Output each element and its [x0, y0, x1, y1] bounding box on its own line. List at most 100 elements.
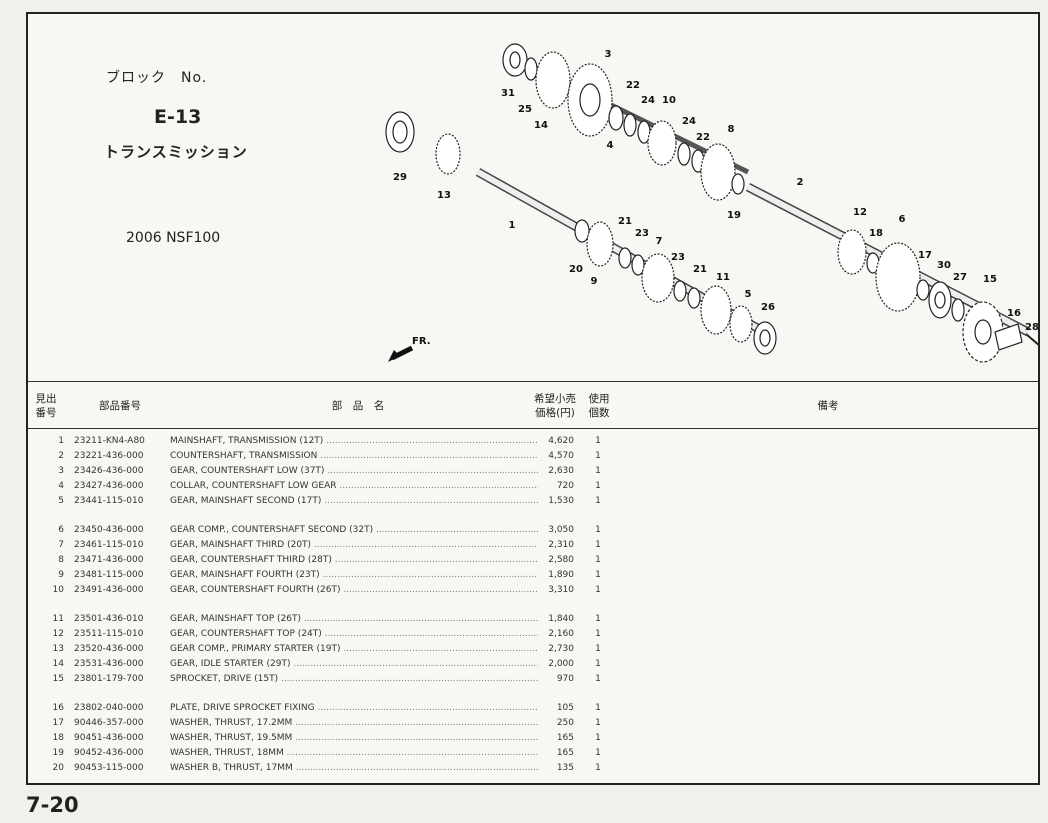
ref-no-cell: 4: [58, 481, 64, 491]
description-cell: GEAR, MAINSHAFT TOP (26T): [170, 612, 538, 627]
header-separator: [28, 428, 1038, 429]
price-cell: 105: [556, 703, 574, 713]
callout-23: 23: [671, 252, 685, 263]
ref-no-cell: 13: [52, 644, 64, 654]
ref-no-cell: 19: [52, 748, 64, 758]
ref-no-cell: 6: [58, 525, 64, 535]
callout-18: 18: [869, 228, 883, 239]
quantity-cell: 1: [595, 496, 601, 506]
part-number-cell: 23501-436-010: [74, 614, 144, 624]
block-label: ブロック No.: [106, 70, 208, 86]
price-cell: 1,840: [548, 614, 574, 624]
quantity-cell: 1: [595, 659, 601, 669]
quantity-cell: 1: [595, 644, 601, 654]
description-cell: GEAR COMP., PRIMARY STARTER (19T): [170, 642, 538, 657]
washer-21b: [687, 287, 701, 309]
callout-28: 28: [1025, 322, 1038, 333]
ref-no-cell: 10: [52, 585, 64, 595]
washer-19: [731, 173, 745, 195]
header-part-no: 部品番号: [99, 400, 141, 412]
price-cell: 1,530: [548, 496, 574, 506]
price-cell: 1,890: [548, 570, 574, 580]
callout-7: 7: [656, 236, 663, 247]
front-label: FR.: [412, 336, 431, 347]
callout-20: 20: [569, 264, 583, 275]
gear-7: [641, 253, 675, 303]
parts-group: 1 1 23501-436-010 GEAR, MAINSHAFT TOP (26T)…: [28, 612, 1038, 687]
table-row: 20 90453-115-000 WASHER B, THRUST, 17MM 135…: [28, 761, 1038, 776]
callout-2: 2: [797, 177, 804, 188]
quantity-cell: 1: [595, 703, 601, 713]
ref-no-cell: 20: [52, 763, 64, 773]
ref-no-cell: 9: [58, 570, 64, 580]
quantity-cell: 1: [595, 629, 601, 639]
description-cell: WASHER, THRUST, 18MM: [170, 746, 538, 761]
washer-20: [574, 219, 590, 243]
description-cell: GEAR, COUNTERSHAFT FOURTH (26T): [170, 583, 538, 598]
description-cell: GEAR, COUNTERSHAFT TOP (24T): [170, 627, 538, 642]
washer-25: [524, 57, 538, 81]
washer-17: [916, 279, 930, 301]
gear-10: [647, 120, 677, 166]
price-cell: 2,160: [548, 629, 574, 639]
price-cell: 2,310: [548, 540, 574, 550]
callout-17: 17: [918, 250, 932, 261]
part-number-cell: 23481-115-000: [74, 570, 144, 580]
description-cell: GEAR COMP., COUNTERSHAFT SECOND (32T): [170, 523, 538, 538]
description-cell: WASHER B, THRUST, 17MM: [170, 761, 538, 776]
part-number-cell: 90453-115-000: [74, 763, 144, 773]
callout-26: 26: [761, 302, 775, 313]
ref-no-cell: 18: [52, 733, 64, 743]
part-number-cell: 23461-115-010: [74, 540, 144, 550]
price-cell: 2,000: [548, 659, 574, 669]
price-cell: 4,620: [548, 436, 574, 446]
callout-8: 8: [728, 124, 735, 135]
gear-13: [435, 133, 461, 175]
gear-14: [535, 51, 571, 109]
front-direction-arrow: FR.: [388, 336, 431, 362]
part-number-cell: 23427-436-000: [74, 481, 144, 491]
quantity-cell: 1: [595, 525, 601, 535]
ref-no-cell: 2: [58, 451, 64, 461]
part-number-cell: 23511-115-010: [74, 629, 144, 639]
ref-no-cell: 16: [52, 703, 64, 713]
callout-5: 5: [745, 289, 752, 300]
washer-27: [951, 298, 965, 322]
ref-no-cell: 15: [52, 674, 64, 684]
callout-15: 15: [983, 274, 997, 285]
part-number-cell: 90452-436-000: [74, 748, 144, 758]
washer-23b: [673, 280, 687, 302]
collar-4: [608, 105, 624, 131]
price-cell: 3,050: [548, 525, 574, 535]
ref-no-cell: 14: [52, 659, 64, 669]
quantity-cell: 1: [595, 540, 601, 550]
ref-no-cell: 3: [58, 466, 64, 476]
table-row: 12 23511-115-010 GEAR, COUNTERSHAFT TOP (2…: [28, 627, 1038, 642]
ref-no-cell: 12: [52, 629, 64, 639]
quantity-cell: 1: [595, 763, 601, 773]
part-number-cell: 23491-436-000: [74, 585, 144, 595]
callout-31: 31: [501, 88, 515, 99]
price-cell: 135: [556, 763, 574, 773]
quantity-cell: 1: [595, 748, 601, 758]
description-cell: GEAR, IDLE STARTER (29T): [170, 657, 538, 672]
price-cell: 165: [556, 748, 574, 758]
description-cell: GEAR, MAINSHAFT THIRD (20T): [170, 538, 538, 553]
quantity-cell: 1: [595, 614, 601, 624]
header-price: 希望小売価格(円): [534, 393, 576, 419]
price-cell: 970: [556, 674, 574, 684]
table-row: 19 90452-436-000 WASHER, THRUST, 18MM 165 1: [28, 746, 1038, 761]
quantity-cell: 1: [595, 555, 601, 565]
quantity-cell: 1: [595, 466, 601, 476]
callout-19: 19: [727, 210, 741, 221]
